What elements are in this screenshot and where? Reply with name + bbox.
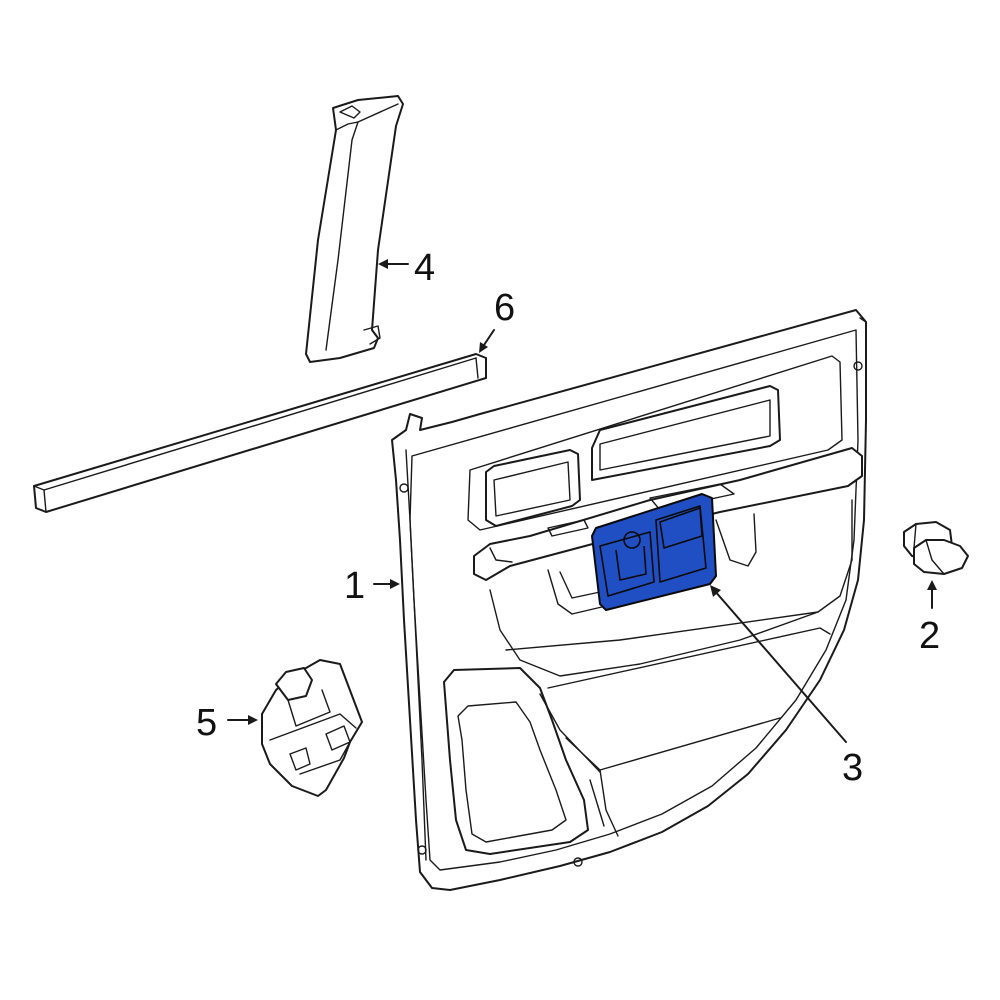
push-pin-retainer-part bbox=[903, 521, 969, 575]
window-switch-part bbox=[261, 659, 363, 797]
leader-lines bbox=[227, 259, 937, 743]
belt-molding-part bbox=[33, 353, 487, 513]
callout-4: 4 bbox=[414, 247, 435, 289]
arrowhead-5 bbox=[248, 715, 258, 725]
callout-5: 5 bbox=[196, 702, 217, 744]
inside-door-handle-part bbox=[591, 493, 717, 611]
arrowhead-1 bbox=[390, 579, 400, 589]
arrowhead-4 bbox=[378, 259, 388, 269]
callout-1: 1 bbox=[344, 565, 365, 607]
arrowhead-2 bbox=[927, 580, 937, 590]
arrowhead-6 bbox=[479, 342, 488, 353]
leader-3 bbox=[713, 589, 847, 743]
callout-2: 2 bbox=[919, 615, 940, 657]
callout-labels: 1 2 3 4 5 6 bbox=[196, 247, 940, 789]
callout-3: 3 bbox=[842, 747, 863, 789]
callout-6: 6 bbox=[494, 287, 515, 329]
arrowhead-3 bbox=[710, 585, 721, 597]
pillar-trim-part bbox=[305, 95, 404, 363]
